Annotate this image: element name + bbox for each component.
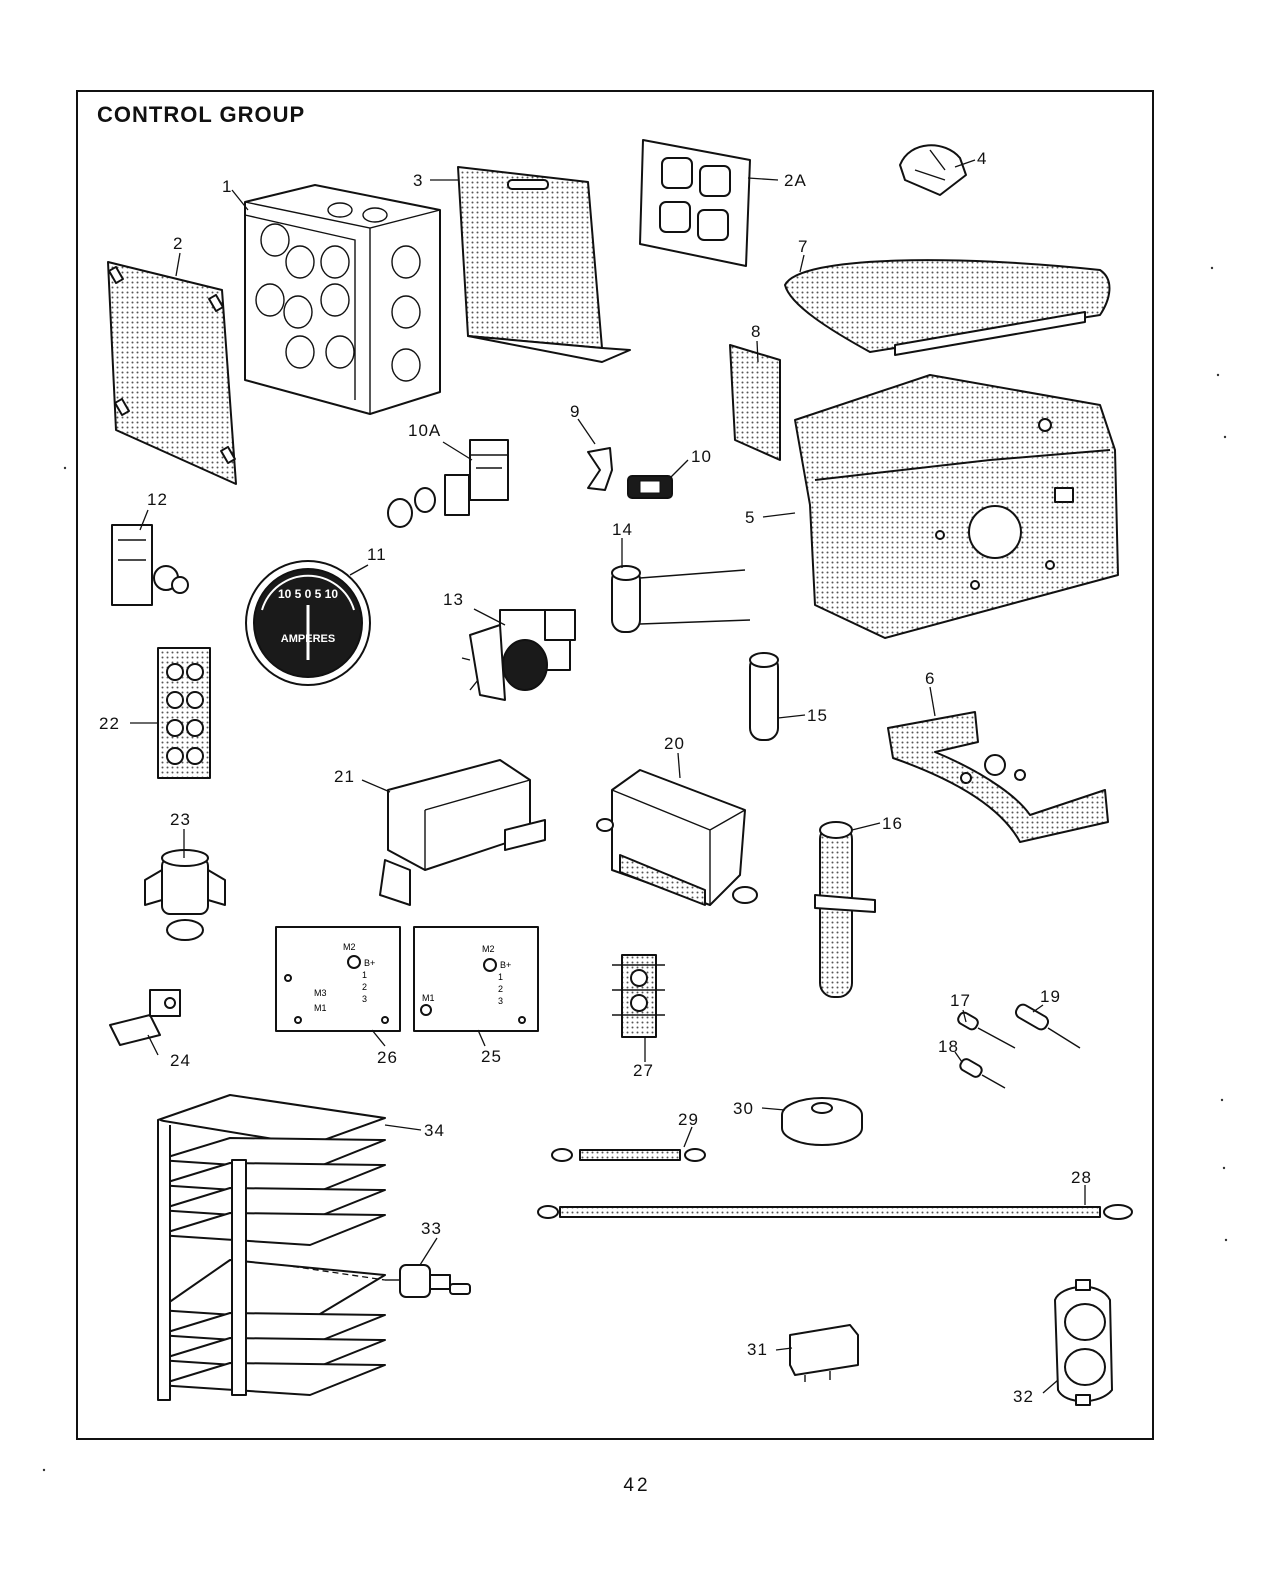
part-26-panel: M2 B+ 1 2 3 M3 M1 (276, 927, 400, 1031)
part-6-bracket (888, 712, 1108, 842)
callout-12: 12 (147, 490, 168, 509)
part-10-lamp-socket (628, 476, 672, 498)
part-9-bracket (588, 448, 612, 490)
part-13-relay (462, 610, 575, 700)
panel-25-mark-m2: M2 (482, 944, 495, 954)
callout-32: 32 (1013, 1387, 1034, 1406)
part-1-junction-box (245, 185, 440, 414)
panel-26-mark-2: 2 (362, 982, 367, 992)
part-16-resistor-tube (815, 822, 875, 997)
callout-27: 27 (633, 1061, 654, 1080)
part-12-switch (112, 525, 188, 605)
callout-10A: 10A (408, 421, 441, 440)
panel-26-mark-m2: M2 (343, 942, 356, 952)
part-15-tube-resistor (750, 653, 778, 740)
callout-14: 14 (612, 520, 633, 539)
callout-16: 16 (882, 814, 903, 833)
part-2A-duplex-cover (640, 140, 750, 266)
panel-25-mark-3: 3 (498, 996, 503, 1006)
part-10A-toggle-switch (388, 440, 508, 527)
part-20-regulator (597, 770, 757, 905)
callout-9: 9 (570, 402, 580, 421)
callout-31: 31 (747, 1340, 768, 1359)
part-5-enclosure (795, 375, 1118, 638)
part-19-diode (1014, 1002, 1080, 1048)
panel-25-mark-2: 2 (498, 984, 503, 994)
callout-18: 18 (938, 1037, 959, 1056)
panel-25-mark-bplus: B+ (500, 960, 511, 970)
part-11-ammeter: 10 5 0 5 10 AMPERES (246, 561, 370, 685)
panel-26-mark-3: 3 (362, 994, 367, 1004)
part-18-diode (958, 1057, 1005, 1088)
callout-6: 6 (925, 669, 935, 688)
part-3-mounting-plate (458, 167, 630, 362)
callout-3: 3 (413, 171, 423, 190)
part-25-panel: M2 B+ 1 2 3 M1 (414, 927, 538, 1031)
part-33-stud-diode (385, 1265, 470, 1297)
callout-5: 5 (745, 508, 755, 527)
part-34-heat-sink (158, 1095, 385, 1400)
part-4-cable-clamp (900, 145, 966, 195)
panel-26-mark-m1: M1 (314, 1003, 327, 1013)
part-21-regulator (380, 760, 545, 905)
callout-28: 28 (1071, 1168, 1092, 1187)
panel-26-mark-bplus: B+ (364, 958, 375, 968)
part-14-resistor (612, 566, 750, 632)
callout-30: 30 (733, 1099, 754, 1118)
callout-29: 29 (678, 1110, 699, 1129)
part-27-terminal-strip (612, 955, 665, 1037)
part-30-washer (782, 1098, 862, 1145)
panel-26-mark-1: 1 (362, 970, 367, 980)
callout-2: 2 (173, 234, 183, 253)
part-23-solenoid (145, 850, 225, 940)
part-31-capacitor (790, 1325, 858, 1382)
panel-25-mark-1: 1 (498, 972, 503, 982)
gauge-scale-text: 10 5 0 5 10 (278, 587, 338, 601)
callout-8: 8 (751, 322, 761, 341)
callout-33: 33 (421, 1219, 442, 1238)
callout-13: 13 (443, 590, 464, 609)
part-8-side-plate (730, 345, 780, 460)
part-28-long-cable (538, 1205, 1132, 1219)
part-7-hood (785, 260, 1109, 355)
panel-25-mark-m1: M1 (422, 993, 435, 1003)
callout-17: 17 (950, 991, 971, 1010)
part-29-short-cable (552, 1149, 705, 1161)
part-32-receptacle (1055, 1280, 1112, 1405)
panel-26-mark-m3: M3 (314, 988, 327, 998)
callout-25: 25 (481, 1047, 502, 1066)
callout-20: 20 (664, 734, 685, 753)
part-2-cover-plate (108, 262, 236, 484)
callout-2A: 2A (784, 171, 807, 190)
part-24-lug (110, 990, 180, 1045)
part-22-terminal-strip (158, 648, 210, 778)
callout-11: 11 (367, 545, 387, 564)
callout-34: 34 (424, 1121, 445, 1140)
callout-15: 15 (807, 706, 828, 725)
callout-10: 10 (691, 447, 712, 466)
callout-22: 22 (99, 714, 120, 733)
callout-26: 26 (377, 1048, 398, 1067)
callout-24: 24 (170, 1051, 191, 1070)
callout-19: 19 (1040, 987, 1061, 1006)
callout-4: 4 (977, 149, 987, 168)
callout-23: 23 (170, 810, 191, 829)
callout-21: 21 (334, 767, 355, 786)
callout-7: 7 (798, 237, 808, 256)
callout-1: 1 (222, 177, 232, 196)
